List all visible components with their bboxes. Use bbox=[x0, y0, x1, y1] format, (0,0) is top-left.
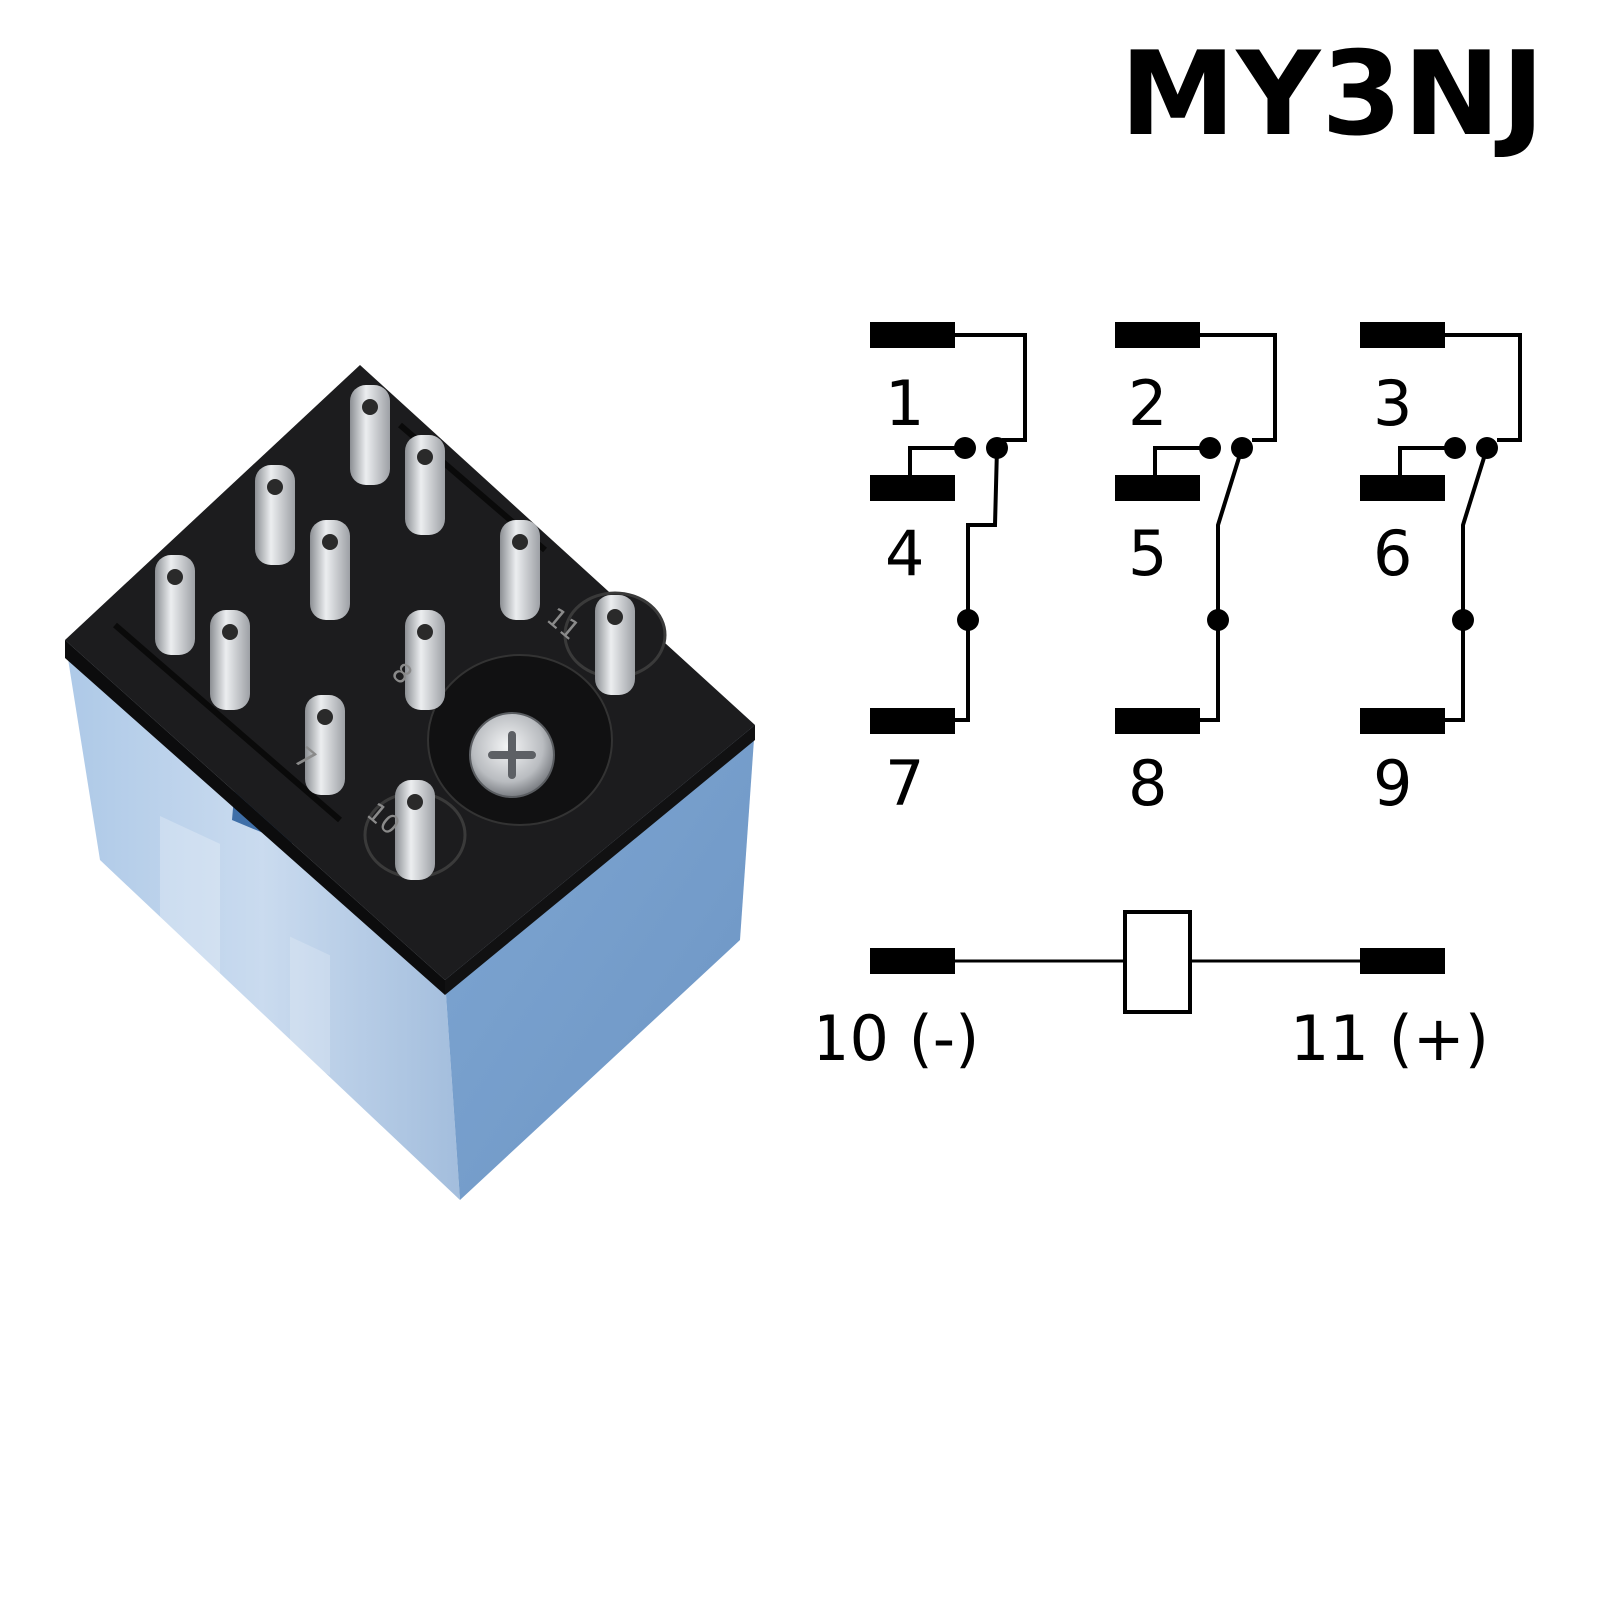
terminal-label-1: 1 bbox=[885, 367, 924, 440]
terminal-pad-2 bbox=[1115, 322, 1200, 348]
terminal-label-9: 9 bbox=[1373, 747, 1412, 820]
terminal-label-5: 5 bbox=[1128, 517, 1167, 590]
terminal-label-6: 6 bbox=[1373, 517, 1412, 590]
terminal-pad-3 bbox=[1360, 322, 1445, 348]
terminal-pad-6 bbox=[1360, 475, 1445, 501]
terminal-label-8: 8 bbox=[1128, 747, 1167, 820]
terminal-pad-11 bbox=[1360, 948, 1445, 974]
coil-circuit: 10 (-) 11 (+) bbox=[820, 910, 1489, 1075]
contact-group-2: 2 5 8 bbox=[1115, 322, 1277, 820]
wiring-diagram: 1 4 7 2 5 8 bbox=[820, 322, 1522, 1075]
terminal-pad-5 bbox=[1115, 475, 1200, 501]
terminal-pad-4 bbox=[870, 475, 955, 501]
coil-positive-label: 11 (+) bbox=[1290, 1002, 1489, 1075]
terminal-label-7: 7 bbox=[885, 747, 924, 820]
terminal-label-4: 4 bbox=[885, 517, 924, 590]
coil-negative-label: 10 (-) bbox=[820, 1002, 979, 1075]
terminal-label-2: 2 bbox=[1128, 367, 1167, 440]
terminal-pad-8 bbox=[1115, 708, 1200, 734]
terminal-pad-9 bbox=[1360, 708, 1445, 734]
terminal-pad-7 bbox=[870, 708, 955, 734]
terminal-label-3: 3 bbox=[1373, 367, 1412, 440]
relay-terminals bbox=[155, 385, 635, 880]
contact-dot bbox=[1199, 437, 1221, 459]
relay-photo: 7 10 8 11 bbox=[65, 365, 755, 1200]
contact-dot bbox=[1444, 437, 1466, 459]
contact-group-3: 3 6 9 bbox=[1360, 322, 1522, 820]
housing-right-face bbox=[445, 725, 755, 1200]
terminal-pad-1 bbox=[870, 322, 955, 348]
contact-dot bbox=[954, 437, 976, 459]
housing-left-face bbox=[65, 640, 460, 1200]
terminal-pad-10 bbox=[870, 948, 955, 974]
contact-group-1: 1 4 7 bbox=[870, 322, 1027, 820]
model-title: MY3NJ bbox=[1120, 27, 1546, 162]
coil-symbol bbox=[1123, 910, 1192, 1014]
